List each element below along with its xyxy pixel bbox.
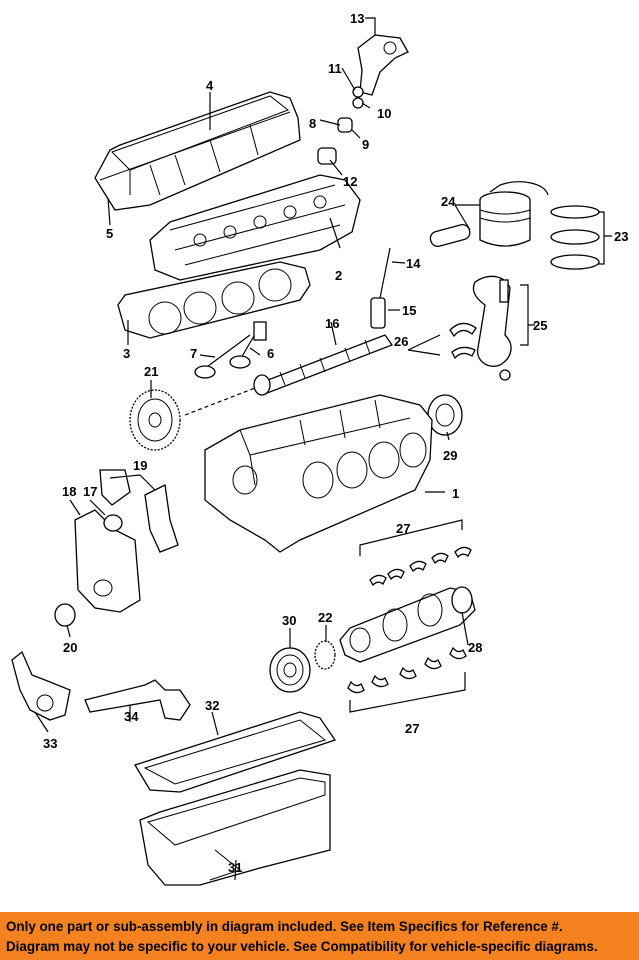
callout-23: 23 bbox=[614, 229, 628, 244]
callout-17: 17 bbox=[83, 484, 97, 499]
connecting-rod bbox=[449, 275, 535, 381]
rocker-assembly bbox=[317, 34, 409, 165]
callout-12: 12 bbox=[343, 174, 357, 189]
crank-seal bbox=[54, 603, 76, 627]
oil-pan bbox=[139, 769, 331, 886]
crankshaft bbox=[339, 586, 476, 663]
piston-rings bbox=[429, 181, 612, 270]
main-bearings-upper bbox=[359, 519, 472, 587]
callout-25: 25 bbox=[533, 318, 547, 333]
callout-2: 2 bbox=[335, 268, 342, 283]
timing-cover bbox=[74, 469, 179, 613]
callout-5: 5 bbox=[106, 226, 113, 241]
rear-seal bbox=[427, 394, 463, 436]
callout-18: 18 bbox=[62, 484, 76, 499]
disclaimer-line-1: Only one part or sub-assembly in diagram… bbox=[6, 919, 563, 934]
callout-13: 13 bbox=[350, 11, 364, 26]
callout-9: 9 bbox=[362, 137, 369, 152]
callout-24: 24 bbox=[441, 194, 456, 209]
callout-30: 30 bbox=[282, 613, 296, 628]
pushrod-lifter bbox=[370, 247, 391, 329]
callout-8: 8 bbox=[309, 116, 316, 131]
oil-pump bbox=[11, 650, 71, 721]
disclaimer-line-2: Diagram may not be specific to your vehi… bbox=[6, 939, 598, 954]
callout-22: 22 bbox=[318, 610, 332, 625]
oil-pan-gasket bbox=[134, 711, 337, 793]
callout-34: 34 bbox=[124, 709, 139, 724]
callout-27-lower: 27 bbox=[405, 721, 419, 736]
callout-10: 10 bbox=[377, 106, 391, 121]
callout-27-upper: 27 bbox=[396, 521, 410, 536]
callout-11: 11 bbox=[328, 61, 342, 76]
callout-15: 15 bbox=[402, 303, 416, 318]
callout-31: 31 bbox=[228, 860, 242, 875]
callout-7: 7 bbox=[190, 346, 197, 361]
callout-28: 28 bbox=[468, 640, 482, 655]
callout-20: 20 bbox=[63, 640, 77, 655]
callout-26: 26 bbox=[394, 334, 408, 349]
head-gasket bbox=[117, 261, 311, 339]
callout-19: 19 bbox=[133, 458, 147, 473]
callout-4: 4 bbox=[206, 78, 214, 93]
valve-cover bbox=[94, 91, 301, 211]
crank-gear-damper bbox=[269, 640, 336, 693]
callout-1: 1 bbox=[452, 486, 459, 501]
callout-32: 32 bbox=[205, 698, 219, 713]
disclaimer-banner: Only one part or sub-assembly in diagram… bbox=[0, 912, 639, 960]
callout-33: 33 bbox=[43, 736, 57, 751]
callout-14: 14 bbox=[406, 256, 421, 271]
cylinder-head bbox=[149, 174, 361, 281]
callout-29: 29 bbox=[443, 448, 457, 463]
valves bbox=[194, 321, 267, 379]
camshaft bbox=[253, 334, 394, 396]
leader-lines bbox=[34, 17, 480, 881]
engine-block bbox=[204, 394, 445, 553]
callout-6: 6 bbox=[267, 346, 274, 361]
cam-gear bbox=[129, 387, 256, 451]
callout-3: 3 bbox=[123, 346, 130, 361]
engine-exploded-diagram: 1 2 3 4 5 6 7 8 9 10 11 12 13 14 15 16 1… bbox=[11, 11, 628, 886]
callout-16: 16 bbox=[325, 316, 339, 331]
callout-numbers: 1 2 3 4 5 6 7 8 9 10 11 12 13 14 15 16 1… bbox=[43, 11, 628, 875]
callout-21: 21 bbox=[144, 364, 158, 379]
main-bearings-lower bbox=[347, 646, 467, 713]
